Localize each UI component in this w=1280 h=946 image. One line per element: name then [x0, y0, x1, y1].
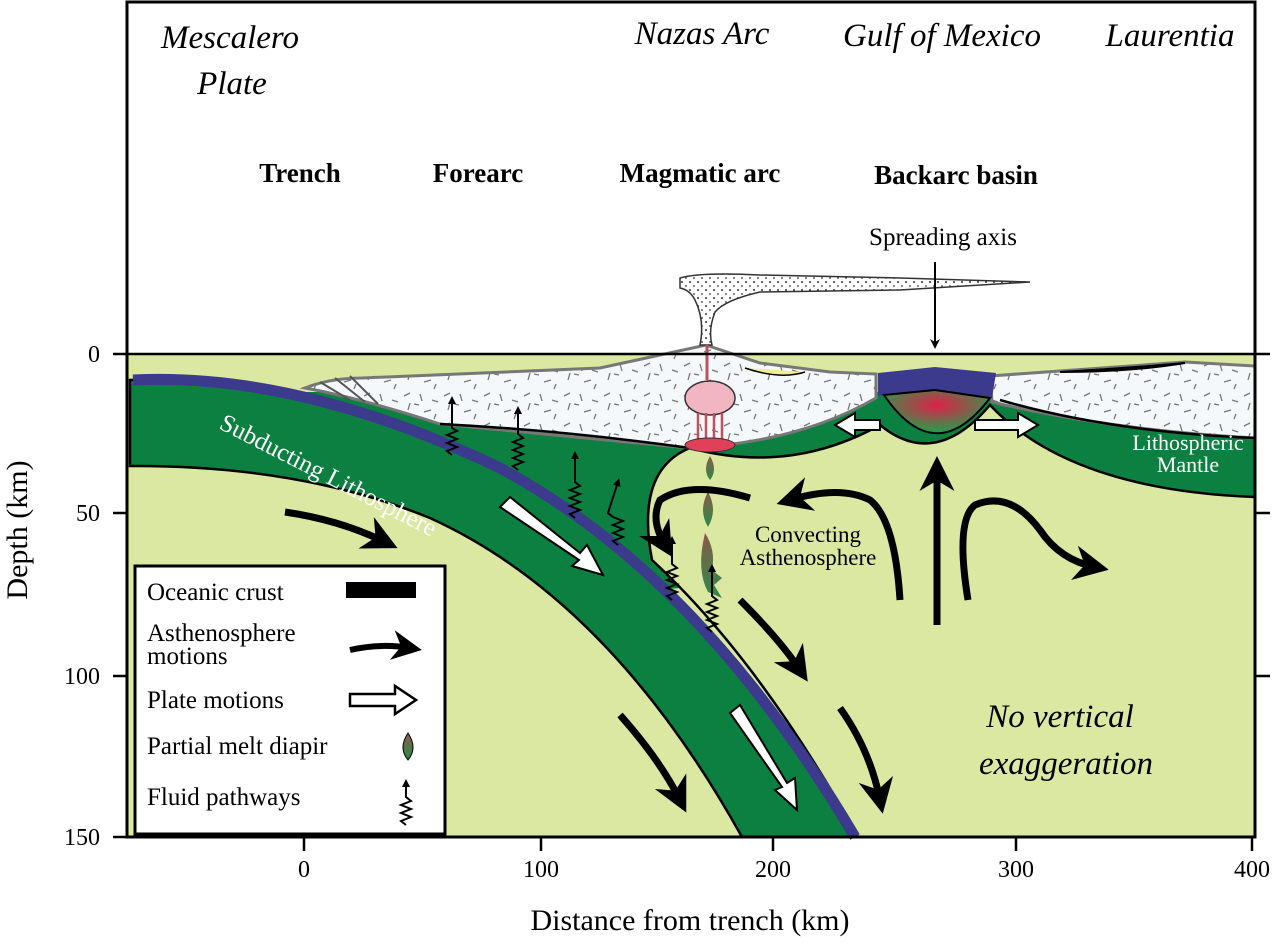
plot-frame — [125, 0, 1257, 839]
convecting-asthenosphere-label: Asthenosphere — [740, 545, 877, 570]
continental-crust-arc — [299, 343, 878, 450]
y-tick-label: 0 — [88, 342, 100, 368]
x-tick-label: 200 — [755, 857, 791, 883]
region-label: Nazas Arc — [634, 16, 770, 52]
accretionary-wedge — [319, 375, 379, 405]
x-tick-label: 100 — [523, 857, 559, 883]
region-label: Mescalero — [160, 20, 299, 56]
legend-label: Partial melt diapir — [147, 733, 328, 760]
plate-motion-arrows — [498, 411, 1040, 813]
y-tick-label: 150 — [64, 825, 100, 851]
y-tick-label: 50 — [76, 501, 100, 527]
zone-label: Backarc basin — [874, 160, 1038, 190]
zone-label: Forearc — [433, 158, 523, 188]
asthenosphere-motion-swatch — [349, 630, 422, 660]
partial-melt-diapir — [706, 456, 714, 480]
partial-melt-swatch — [402, 732, 414, 761]
zone-label: Trench — [259, 158, 341, 188]
oceanic-crust-swatch — [346, 582, 416, 598]
region-label: Plate — [196, 66, 267, 102]
scale-note: exaggeration — [979, 746, 1153, 782]
lithospheric-mantle-label: Lithospheric — [1132, 430, 1243, 455]
legend-label: Oceanic crust — [147, 579, 284, 606]
region-label: Gulf of Mexico — [843, 18, 1041, 54]
asthenosphere-motion-arrows — [284, 456, 1109, 814]
convecting-asthenosphere-label: Convecting — [755, 522, 862, 547]
spreading-center-melt — [882, 388, 992, 435]
lithospheric-mantle-label: Mantle — [1157, 452, 1219, 477]
backarc-oceanic-crust — [878, 367, 996, 398]
legend: Oceanic crust Asthenosphere motions Plat… — [133, 564, 447, 836]
legend-label: Plate motions — [147, 687, 284, 714]
region-label: Laurentia — [1105, 18, 1235, 54]
x-axis-label: Distance from trench (km) — [530, 904, 849, 937]
sediment-basin — [744, 367, 806, 376]
partial-melt-diapir — [703, 492, 713, 527]
fluid-pathway-swatch — [398, 779, 414, 826]
y-tick-label: 100 — [64, 664, 100, 690]
x-tick-label: 400 — [1234, 857, 1270, 883]
magma-sill — [684, 437, 736, 453]
magma-chamber — [684, 380, 736, 416]
x-tick-label: 300 — [998, 857, 1034, 883]
legend-label: motions — [147, 643, 228, 670]
zone-label: Magmatic arc — [620, 158, 781, 188]
plate-motion-swatch — [348, 683, 419, 717]
eruption-plume — [679, 273, 1031, 346]
legend-label: Asthenosphere — [147, 620, 296, 647]
x-tick-label: 0 — [298, 857, 310, 883]
legend-label: Fluid pathways — [147, 784, 300, 811]
oceanic-crust — [132, 373, 860, 840]
y-axis-label: Depth (km) — [1, 460, 34, 599]
spreading-axis-label: Spreading axis — [869, 224, 1017, 251]
fluid-pathways — [444, 396, 720, 633]
scale-note: No vertical — [985, 699, 1134, 735]
sediment-basin — [1059, 362, 1186, 373]
